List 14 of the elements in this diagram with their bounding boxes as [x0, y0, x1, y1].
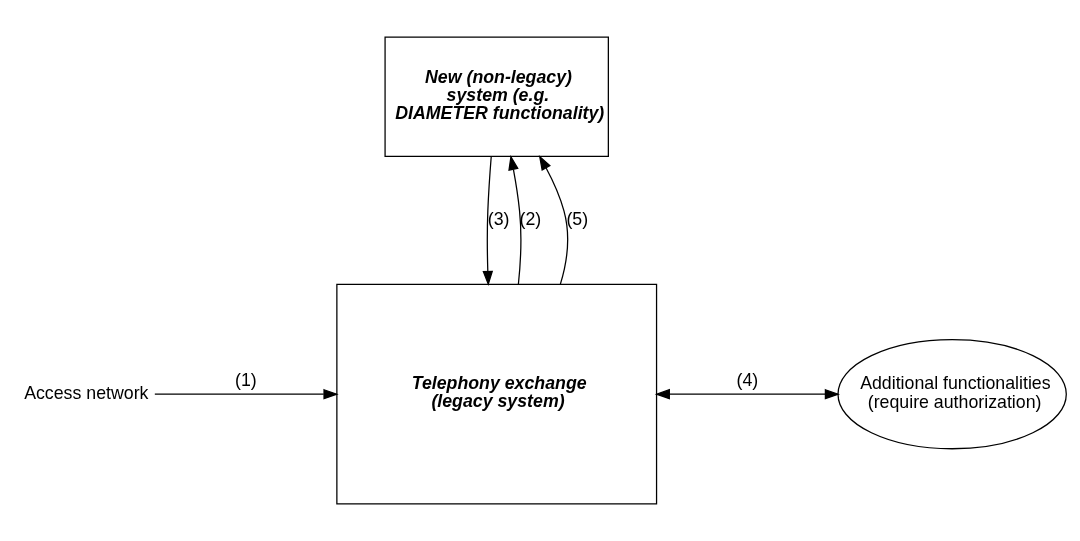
arrow	[154, 388, 339, 400]
node-box: Telephony exchange (legacy system)	[336, 283, 658, 505]
node-box: New (non-legacy) system (e.g. DIAMETER functionality)	[384, 36, 609, 157]
edge-label: (1)	[234, 369, 257, 390]
node-ellipse: Additional functionalities (require authorization)	[837, 339, 1067, 450]
arrow	[654, 388, 840, 400]
arrow	[482, 155, 494, 287]
node-text: Access network	[24, 382, 149, 403]
edge-label: (2)	[519, 209, 542, 230]
edge-label: (5)	[566, 209, 589, 230]
edge-label: (3)	[487, 209, 510, 230]
arrow	[538, 155, 569, 285]
arrow	[508, 154, 522, 285]
edge-label: (4)	[736, 369, 759, 390]
